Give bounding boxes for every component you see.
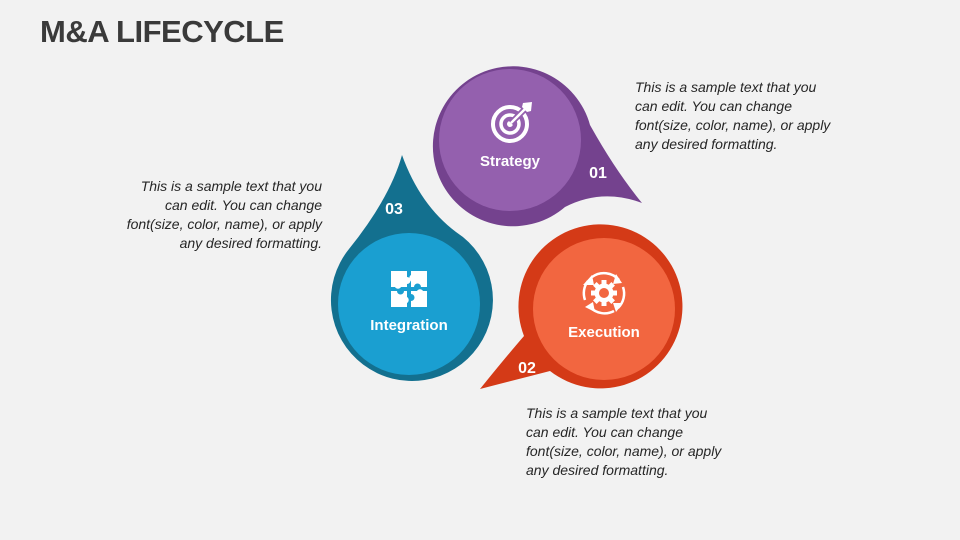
stage-execution-inner-circle [533, 238, 675, 380]
page-title: M&A LIFECYCLE [40, 14, 284, 49]
stage-integration-label: Integration [370, 317, 448, 334]
stage-integration-number: 03 [385, 201, 403, 218]
stage-execution[interactable]: Execution 02 [480, 224, 683, 389]
stage-integration[interactable]: Integration 03 [330, 155, 493, 381]
stage-strategy-description: This is a sample text that you can edit.… [635, 79, 831, 152]
target-icon [491, 102, 532, 143]
gear-cycle-icon [582, 271, 626, 315]
stage-strategy-label: Strategy [480, 153, 541, 170]
stage-execution-description: This is a sample text that you can edit.… [526, 405, 722, 478]
stage-execution-label: Execution [568, 324, 640, 341]
stage-execution-number: 02 [518, 360, 536, 377]
stage-strategy-number: 01 [589, 165, 607, 182]
puzzle-icon [391, 271, 427, 307]
stage-integration-inner-circle [338, 233, 480, 375]
stage-integration-description: This is a sample text that you can edit.… [126, 178, 322, 251]
stage-strategy[interactable]: Strategy 01 [432, 66, 642, 227]
